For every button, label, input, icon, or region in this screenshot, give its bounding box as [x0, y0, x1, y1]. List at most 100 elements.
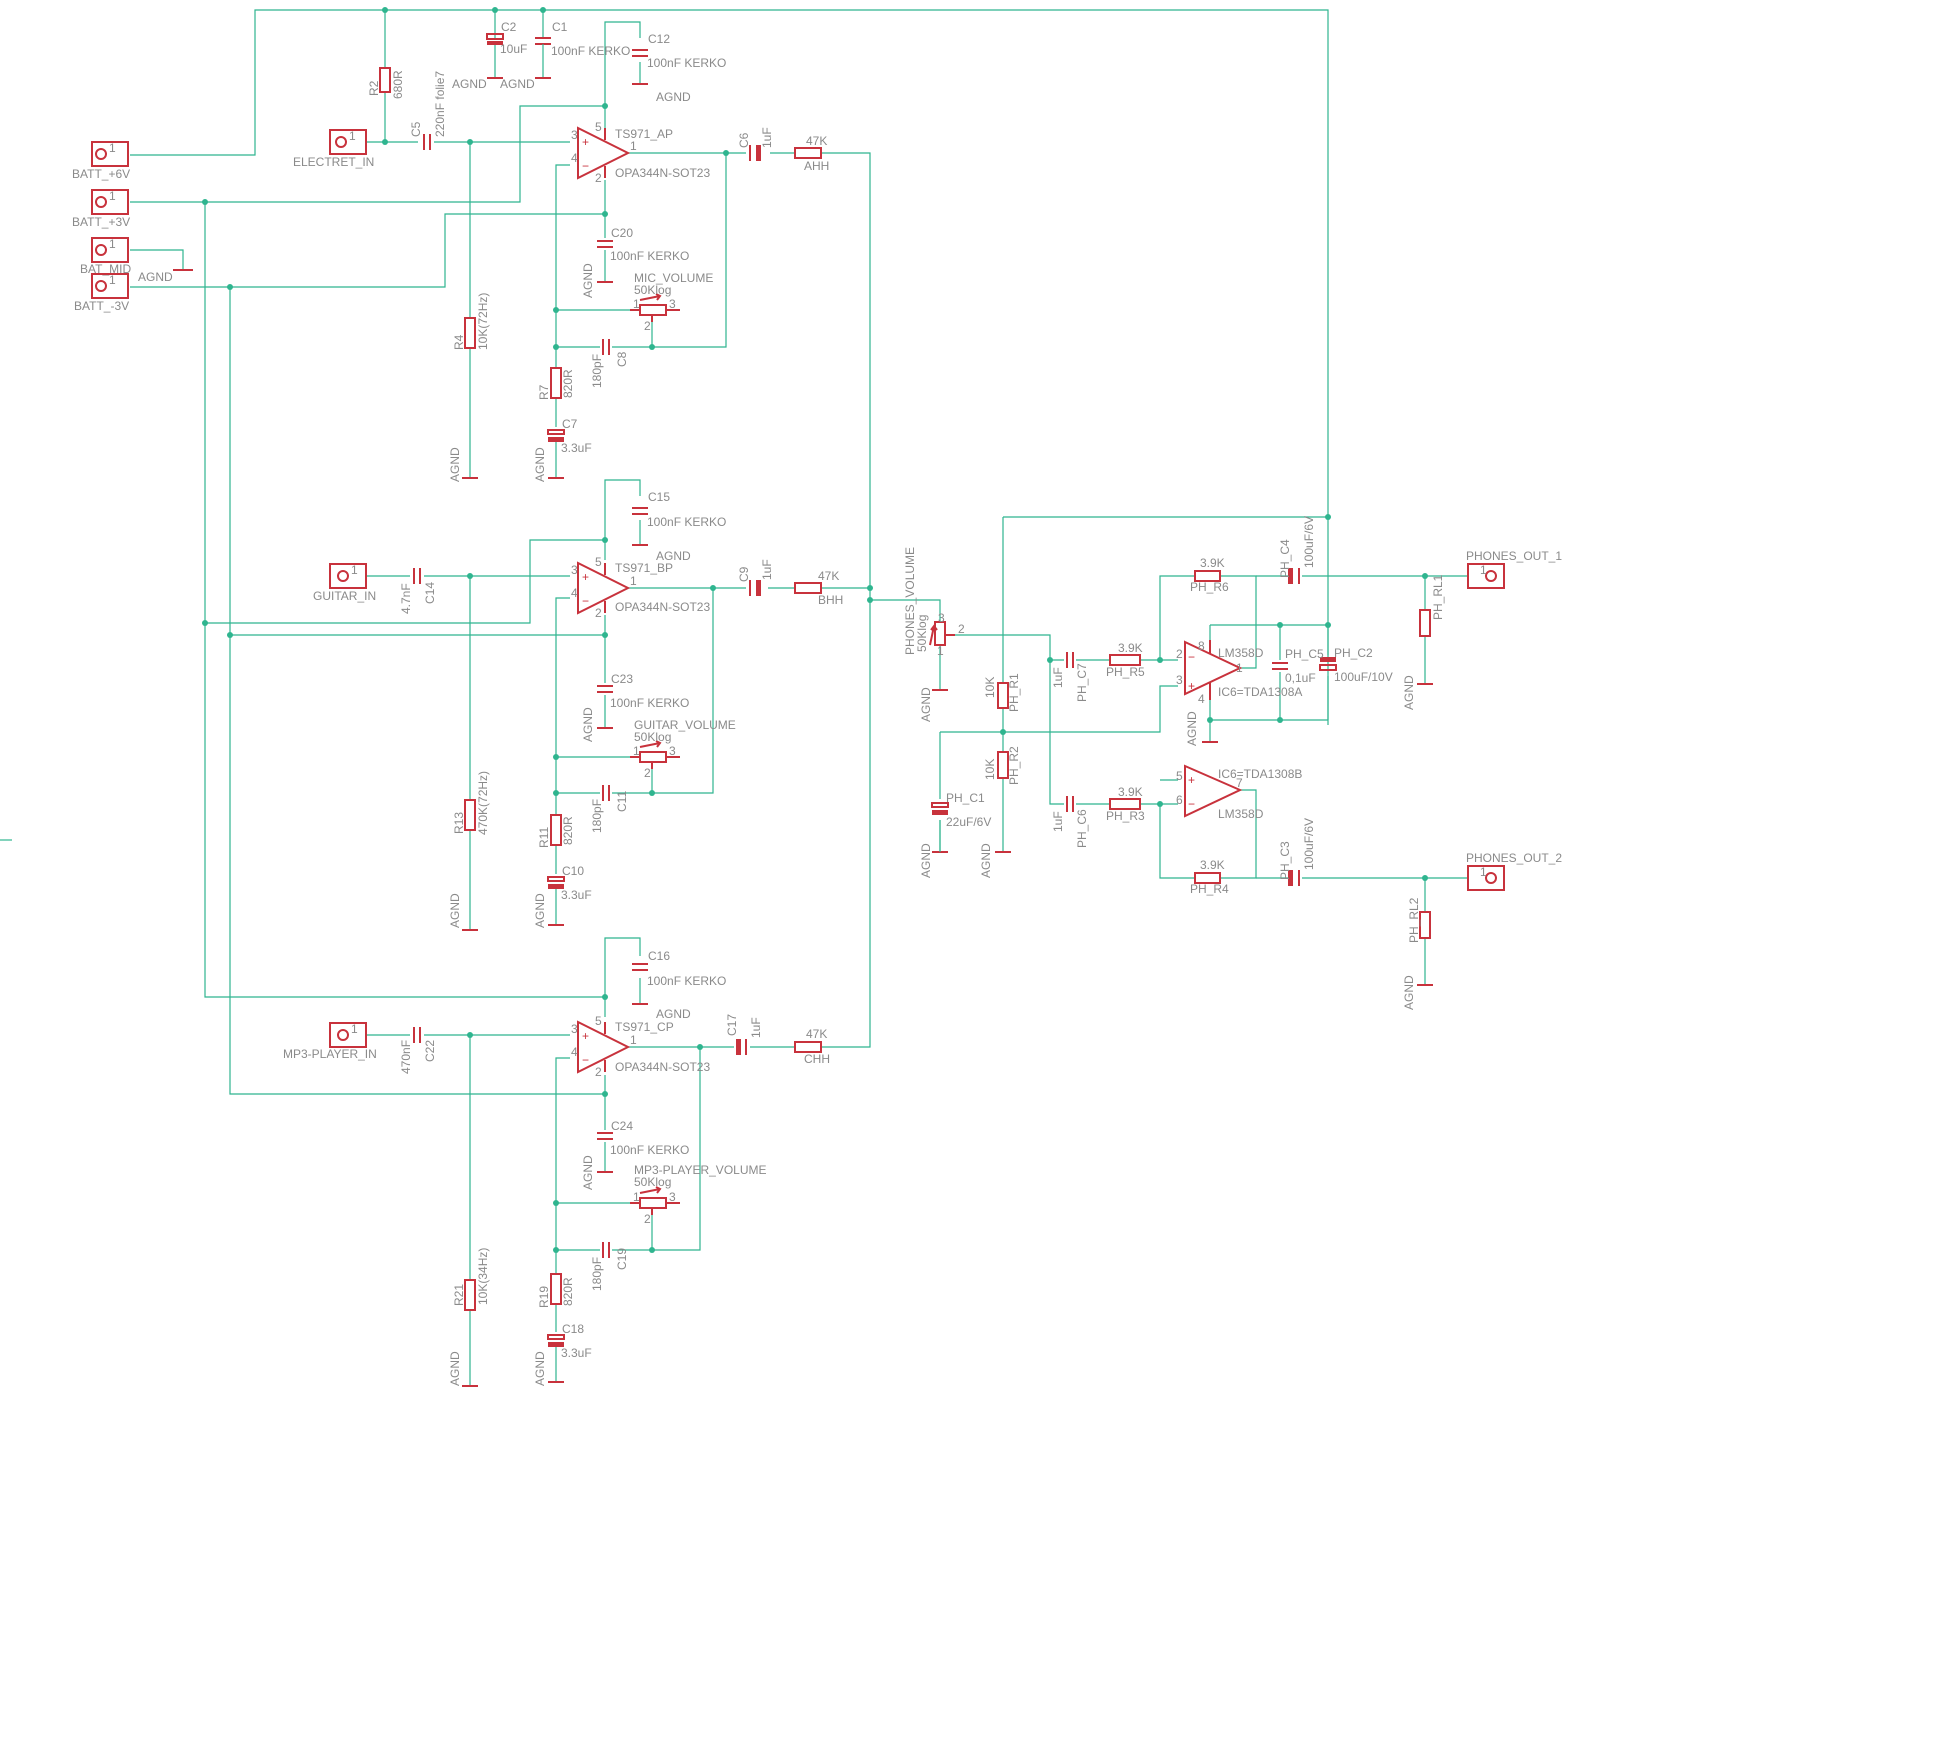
resistor-r11[interactable]: R11 820R — [537, 814, 575, 848]
connector-mp3-in[interactable]: 1 MP3-PLAYER_IN — [283, 1022, 377, 1061]
opamp-ts971-ap[interactable]: + − 34 52 1 TS971_AP OPA344N-SOT23 — [571, 120, 710, 185]
capacitor-ph-c5[interactable]: PH_C5 0,1uF — [1272, 647, 1324, 685]
svg-text:3: 3 — [669, 297, 676, 311]
svg-text:CHH: CHH — [804, 1052, 830, 1066]
svg-text:PH_R6: PH_R6 — [1190, 580, 1229, 594]
svg-text:C17: C17 — [725, 1014, 739, 1036]
connector-electret-in[interactable]: 1 ELECTRET_IN — [293, 129, 374, 169]
connector-label: BATT_+3V — [72, 215, 130, 229]
resistor-r4[interactable]: R4 10K(72Hz) — [452, 293, 490, 350]
resistor-r2[interactable]: R2 680R — [367, 67, 405, 99]
connector-guitar-in[interactable]: 1 GUITAR_IN — [313, 563, 376, 603]
capacitor-c1[interactable]: C1 100nF KERKO — [535, 20, 630, 78]
opamp-tda1308a[interactable]: − + 23 84 1 LM358D IC6=TDA1308A — [1176, 639, 1302, 706]
svg-text:+: + — [582, 135, 589, 149]
resistor-ph-r3[interactable]: 3.9K PH_R3 — [1106, 785, 1145, 823]
agnd-labels: AGND AGND AGND AGND AGND AGND AGND AGND … — [138, 77, 1416, 1386]
resistor-bhh[interactable]: 47K BHH — [794, 569, 843, 607]
svg-text:820R: 820R — [561, 1277, 575, 1306]
capacitor-c6[interactable]: C6 1uF — [737, 127, 774, 161]
opamp-ts971-cp[interactable]: + − 34 52 1 TS971_CP OPA344N-SOT23 — [571, 1014, 710, 1079]
svg-text:180pF: 180pF — [590, 354, 604, 388]
svg-text:4: 4 — [1198, 692, 1205, 706]
connector-bat-mid[interactable]: 1 BAT_MID — [80, 237, 131, 276]
svg-text:100nF KERKO: 100nF KERKO — [610, 696, 689, 710]
connector-batt-p6[interactable]: 1 BATT_+6V — [72, 141, 130, 181]
capacitor-c17[interactable]: C17 1uF — [725, 1014, 763, 1055]
wires — [130, 9, 1468, 1386]
svg-text:+: + — [582, 1029, 589, 1043]
opamp-name: TS971_AP — [615, 127, 673, 141]
connector-label: PHONES_OUT_2 — [1466, 851, 1562, 865]
svg-text:5: 5 — [1176, 769, 1183, 783]
resistor-ahh[interactable]: 47K AHH — [794, 134, 829, 173]
resistor-r21[interactable]: R21 10K(34Hz) — [452, 1248, 490, 1311]
resistor-r19[interactable]: R19 820R — [537, 1273, 575, 1308]
capacitor-ph-c2[interactable]: PH_C2 100uF/10V — [1319, 646, 1393, 684]
svg-text:3.3uF: 3.3uF — [561, 888, 592, 902]
svg-text:470nF: 470nF — [399, 1040, 413, 1074]
resistor-ph-rl2[interactable]: PH_RL2 — [1407, 897, 1431, 943]
capacitor-c12[interactable]: C12 100nF KERKO — [632, 32, 726, 70]
resistor-ph-rl1[interactable]: PH_RL1 — [1419, 574, 1445, 637]
resistor-ph-r5[interactable]: 3.9K PH_R5 — [1106, 641, 1145, 679]
capacitor-c5[interactable]: C5 220nF folie7 — [409, 71, 447, 150]
svg-text:4: 4 — [571, 151, 578, 165]
resistor-r7[interactable]: R7 820R — [537, 367, 575, 400]
capacitor-c8[interactable]: 180pF C8 — [590, 339, 629, 388]
svg-text:2: 2 — [644, 1212, 651, 1226]
svg-text:3.9K: 3.9K — [1118, 641, 1143, 655]
capacitor-c19[interactable]: 180pF C19 — [590, 1242, 629, 1291]
connector-phones-out-1[interactable]: 1 PHONES_OUT_1 — [1466, 549, 1562, 589]
capacitor-c7[interactable]: C7 3.3uF — [547, 417, 592, 455]
resistor-r13[interactable]: R13 470K(72Hz) — [452, 771, 490, 835]
opamp-tda1308b[interactable]: + − 56 7 IC6=TDA1308B LM358D — [1176, 764, 1302, 821]
svg-text:PH_R5: PH_R5 — [1106, 665, 1145, 679]
connector-label: GUITAR_IN — [313, 589, 376, 603]
pot-value: 50Klog — [634, 730, 671, 744]
svg-text:C18: C18 — [562, 1322, 584, 1336]
connector-batt-p3[interactable]: 1 BATT_+3V — [72, 189, 130, 229]
connector-phones-out-2[interactable]: 1 PHONES_OUT_2 — [1466, 851, 1562, 891]
resistor-chh[interactable]: 47K CHH — [794, 1027, 830, 1066]
capacitor-ph-c1[interactable]: PH_C1 22uF/6V — [931, 791, 991, 829]
capacitor-c18[interactable]: C18 3.3uF — [547, 1322, 592, 1360]
resistor-ph-r1[interactable]: 10K PH_R1 — [983, 673, 1021, 712]
svg-text:+: + — [1188, 773, 1195, 787]
capacitor-c24[interactable]: C24 100nF KERKO — [597, 1119, 689, 1157]
capacitor-ph-c7[interactable]: 1uF PH_C7 — [1051, 652, 1089, 702]
svg-text:1: 1 — [633, 297, 640, 311]
capacitor-c9[interactable]: C9 1uF — [737, 559, 774, 596]
capacitor-c15[interactable]: C15 100nF KERKO — [632, 490, 726, 529]
capacitor-c2[interactable]: C2 10uF — [486, 20, 527, 78]
svg-text:−: − — [582, 1053, 589, 1067]
capacitor-ph-c4[interactable]: PH_C4 100uF/6V — [1278, 516, 1316, 584]
capacitor-c22[interactable]: 470nF C22 — [399, 1027, 437, 1074]
svg-text:C20: C20 — [611, 226, 633, 240]
opamp-ts971-bp[interactable]: + − 34 52 1 TS971_BP OPA344N-SOT23 — [571, 555, 710, 620]
svg-text:C23: C23 — [611, 672, 633, 686]
resistor-ph-r4[interactable]: 3.9K PH_R4 — [1190, 858, 1229, 896]
capacitor-c20[interactable]: C20 100nF KERKO — [597, 226, 689, 263]
resistor-ph-r6[interactable]: 3.9K PH_R6 — [1190, 556, 1229, 594]
connector-batt-m3[interactable]: 1 BATT_-3V — [74, 273, 129, 313]
svg-text:R4: R4 — [452, 334, 466, 350]
capacitor-c14[interactable]: 4.7nF C14 — [399, 568, 437, 614]
svg-text:PH_R2: PH_R2 — [1007, 746, 1021, 785]
capacitor-c11[interactable]: 180pF C11 — [590, 785, 629, 833]
svg-text:1: 1 — [109, 273, 116, 287]
capacitor-ph-c6[interactable]: 1uF PH_C6 — [1051, 796, 1089, 848]
potentiometer-phones-volume[interactable]: 321 PHONES_VOLUME 50Klog — [903, 547, 965, 658]
capacitor-c23[interactable]: C23 100nF KERKO — [597, 672, 689, 710]
svg-text:180pF: 180pF — [590, 799, 604, 833]
resistor-ph-r2[interactable]: 10K PH_R2 — [983, 746, 1021, 785]
svg-text:10uF: 10uF — [500, 42, 527, 56]
capacitor-c16[interactable]: C16 100nF KERKO — [632, 949, 726, 988]
svg-text:R19: R19 — [537, 1286, 551, 1308]
capacitor-ph-c3[interactable]: PH_C3 100uF/6V — [1278, 818, 1316, 886]
capacitor-c10[interactable]: C10 3.3uF — [547, 864, 592, 902]
svg-text:3.3uF: 3.3uF — [561, 1346, 592, 1360]
